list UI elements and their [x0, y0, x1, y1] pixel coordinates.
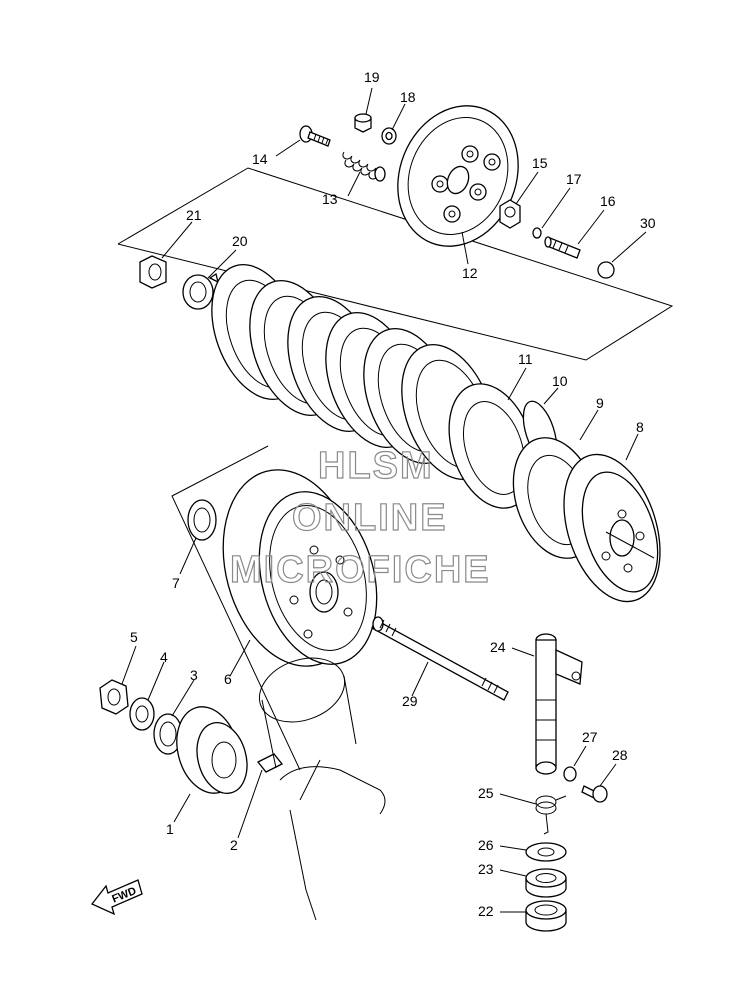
- callout-11[interactable]: 11: [518, 351, 533, 367]
- part-24-kick-pivot[interactable]: [535, 633, 583, 775]
- part-26-washer[interactable]: [525, 842, 567, 862]
- watermark-line-1: HLSM: [318, 445, 434, 487]
- callout-23[interactable]: 23: [478, 861, 494, 877]
- forward-direction-arrow: FWD: [90, 879, 143, 916]
- part-4-lock-washer[interactable]: [129, 697, 155, 731]
- fwd-label: FWD: [110, 885, 138, 906]
- part-25-spring[interactable]: [535, 795, 567, 835]
- part-27-washer[interactable]: [563, 766, 577, 782]
- callout-4[interactable]: 4: [160, 649, 168, 665]
- clutch-plate-stack[interactable]: [195, 252, 512, 492]
- callout-16[interactable]: 16: [600, 193, 616, 209]
- callout-22[interactable]: 22: [478, 903, 494, 919]
- callout-30[interactable]: 30: [640, 215, 656, 231]
- part-14-bolt[interactable]: [299, 125, 331, 147]
- callout-29[interactable]: 29: [402, 693, 418, 709]
- callout-2[interactable]: 2: [230, 837, 238, 853]
- callout-19[interactable]: 19: [364, 69, 380, 85]
- part-2-key[interactable]: [256, 753, 284, 773]
- watermark-line-3: MICROFICHE: [230, 549, 491, 591]
- watermark: HLSM ONLINE MICROFICHE: [229, 444, 491, 591]
- part-19-nut[interactable]: [354, 113, 372, 133]
- callout-12[interactable]: 12: [462, 265, 478, 281]
- callout-9[interactable]: 9: [596, 395, 604, 411]
- part-29-kick-shaft[interactable]: [371, 616, 509, 701]
- callout-labels: 19 18 14 13 15 17 16 30 12 21 20 11 10 9…: [130, 69, 656, 919]
- assembly-outline-lower: [171, 445, 301, 771]
- part-30-ball[interactable]: [597, 261, 615, 279]
- part-6-clutch-housing[interactable]: [202, 454, 395, 681]
- callout-28[interactable]: 28: [612, 747, 628, 763]
- part-12-pressure-plate[interactable]: [377, 88, 538, 265]
- part-22-bush[interactable]: [525, 900, 567, 932]
- callout-27[interactable]: 27: [582, 729, 598, 745]
- part-16-push-rod[interactable]: [544, 236, 581, 259]
- part-3-washer[interactable]: [153, 713, 183, 755]
- watermark-line-2: ONLINE: [292, 497, 448, 539]
- crankshaft-reference-outline: [258, 657, 386, 921]
- part-8-clutch-boss[interactable]: [547, 442, 678, 614]
- part-18-washer[interactable]: [381, 127, 397, 145]
- callout-25[interactable]: 25: [478, 785, 494, 801]
- callout-14[interactable]: 14: [252, 151, 268, 167]
- part-23-collar[interactable]: [525, 868, 567, 898]
- callout-8[interactable]: 8: [636, 419, 644, 435]
- callout-6[interactable]: 6: [224, 671, 232, 687]
- callout-10[interactable]: 10: [552, 373, 568, 389]
- part-7-thrust-washer[interactable]: [187, 499, 217, 541]
- callout-18[interactable]: 18: [400, 89, 416, 105]
- part-1-primary-drive-gear[interactable]: [168, 700, 255, 801]
- callout-7[interactable]: 7: [172, 575, 180, 591]
- part-28-screw[interactable]: [581, 785, 608, 803]
- callout-21[interactable]: 21: [186, 207, 202, 223]
- part-15-nut[interactable]: [499, 199, 521, 229]
- callout-5[interactable]: 5: [130, 629, 138, 645]
- callout-3[interactable]: 3: [190, 667, 198, 683]
- callout-26[interactable]: 26: [478, 837, 494, 853]
- part-5-nut[interactable]: [99, 679, 129, 715]
- part-21-nut[interactable]: [139, 255, 167, 289]
- part-17-o-ring[interactable]: [532, 227, 542, 239]
- callout-13[interactable]: 13: [322, 191, 338, 207]
- part-20-lock-washer[interactable]: [182, 272, 219, 310]
- callout-15[interactable]: 15: [532, 155, 548, 171]
- callout-17[interactable]: 17: [566, 171, 582, 187]
- part-13-spring[interactable]: [342, 151, 386, 182]
- callout-1[interactable]: 1: [166, 821, 174, 837]
- callout-20[interactable]: 20: [232, 233, 248, 249]
- callout-24[interactable]: 24: [490, 639, 506, 655]
- leader-lines: [121, 87, 647, 913]
